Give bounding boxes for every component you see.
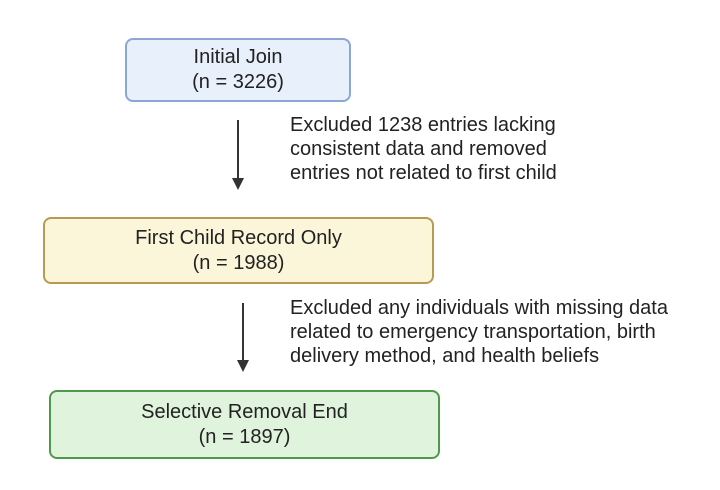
exclusion-note-2: Excluded any individuals with missing da…: [290, 296, 668, 368]
box-first-child-record-count: (n = 1988): [192, 251, 285, 274]
arrow-2-head: [237, 360, 249, 372]
arrow-1-head: [232, 178, 244, 190]
box-selective-removal-end: Selective Removal End (n = 1897): [49, 390, 440, 459]
box-initial-join-count: (n = 3226): [192, 71, 284, 93]
exclusion-note-1-line: consistent data and removed: [290, 138, 547, 160]
box-selective-removal-end-title: Selective Removal End: [141, 400, 348, 423]
exclusion-note-1: Excluded 1238 entries lacking consistent…: [290, 113, 557, 185]
box-selective-removal-end-count: (n = 1897): [198, 425, 291, 448]
box-initial-join: Initial Join (n = 3226): [125, 38, 351, 102]
box-first-child-record-title: First Child Record Only: [135, 226, 342, 249]
box-initial-join-title: Initial Join: [193, 46, 283, 68]
arrow-2: [237, 303, 249, 372]
exclusion-note-1-line: Excluded 1238 entries lacking: [290, 114, 556, 136]
exclusion-note-2-line: related to emergency transportation, bir…: [290, 321, 656, 343]
exclusion-note-2-line: Excluded any individuals with missing da…: [290, 297, 668, 319]
box-first-child-record: First Child Record Only (n = 1988): [43, 217, 434, 284]
exclusion-note-1-line: entries not related to first child: [290, 162, 557, 184]
exclusion-note-2-line: delivery method, and health beliefs: [290, 345, 600, 367]
arrow-1: [232, 120, 244, 190]
